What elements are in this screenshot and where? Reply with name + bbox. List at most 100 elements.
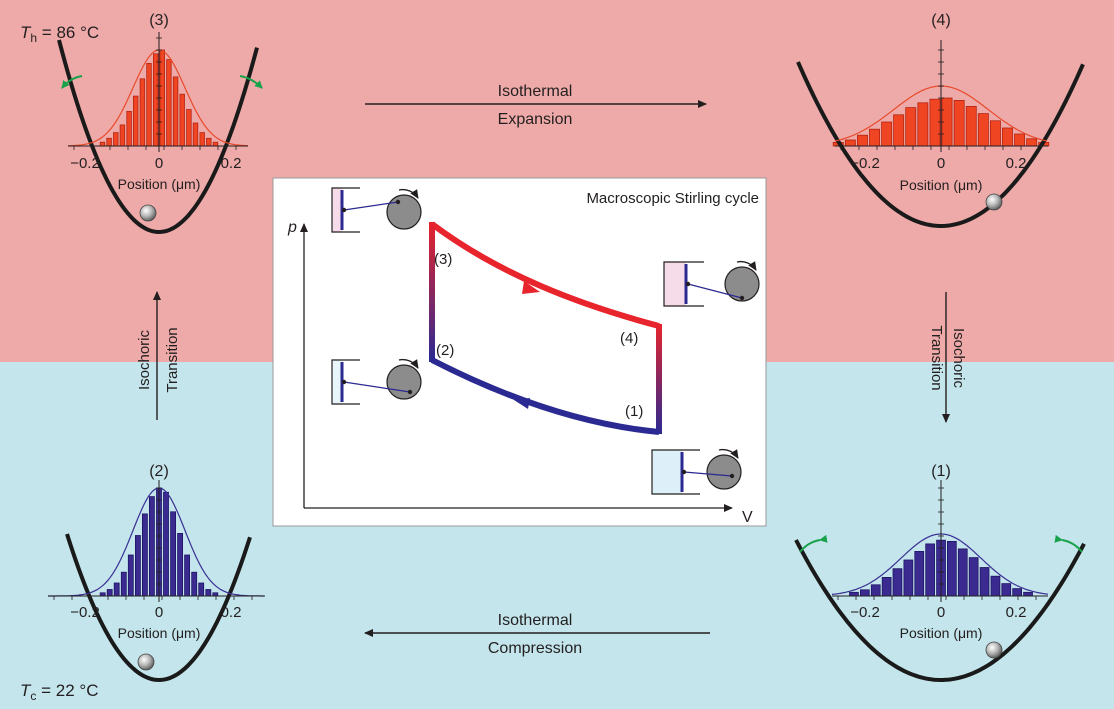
histogram-bar	[929, 98, 941, 147]
state-2-axis	[48, 480, 265, 602]
histogram-bar	[860, 589, 870, 597]
state-1-trap-potential	[794, 539, 1086, 682]
histogram-bar	[152, 53, 159, 147]
piston-cylinder	[651, 449, 700, 495]
histogram-bar	[113, 132, 119, 147]
cycle-point-1: (1)	[625, 403, 643, 420]
histogram-bar	[1023, 591, 1033, 597]
rotation-arrow	[736, 260, 757, 271]
histogram-bar	[881, 121, 893, 147]
state-4-histogram-panel: (4) −0.2 0 0.2 Position (μm)	[796, 12, 1085, 228]
piston-cylinder	[663, 261, 704, 307]
state-4-label: (4)	[931, 12, 951, 29]
histogram-bar	[141, 513, 148, 597]
cold-temperature-label: Tc = 22 °C	[20, 681, 98, 703]
state-3-histogram-panel: (3) −0.2 0 0.2 Position (μm)	[57, 12, 263, 235]
state-1-left-green-arrow	[799, 534, 828, 553]
state-3-tick-center: 0	[155, 155, 163, 172]
state-1-axis	[832, 480, 1048, 602]
rod-joint	[341, 379, 347, 385]
piston-cylinder	[331, 359, 360, 405]
state-1-right-green-arrow	[1054, 534, 1083, 553]
expansion-label-line2: Expansion	[498, 111, 573, 128]
inset-frame	[272, 177, 767, 527]
piston-state-3	[331, 187, 422, 233]
crank-pin	[739, 295, 745, 301]
state-1-label: (1)	[931, 463, 951, 480]
state-1-gaussian-fit	[831, 533, 1049, 595]
histogram-bar	[191, 571, 198, 597]
histogram-bar	[917, 102, 929, 147]
state-4-trap-potential	[796, 61, 1085, 228]
right-isochoric-line1: Isochoric	[950, 328, 967, 389]
compression-label-line2: Compression	[488, 640, 582, 657]
hot-isotherm-path	[430, 221, 660, 329]
state-4-tick-left: −0.2	[850, 155, 880, 172]
histogram-bar	[903, 559, 914, 597]
histogram-bar	[113, 582, 120, 597]
histogram-bar	[177, 533, 184, 597]
histogram-bar	[977, 113, 989, 147]
histogram-bar	[1014, 133, 1026, 147]
piston-state-4	[663, 260, 760, 307]
isochoric-heating-arrow: Isochoric Transition	[136, 291, 181, 420]
compression-label-line1: Isothermal	[498, 612, 573, 629]
state-4-axis	[835, 40, 1048, 152]
histogram-bar	[979, 567, 990, 597]
state-4-tick-right: 0.2	[1006, 155, 1027, 172]
state-2-gaussian-fit	[48, 487, 264, 597]
histogram-bar	[953, 100, 965, 147]
state-3-right-green-arrow	[239, 75, 263, 89]
histogram-bar	[1026, 138, 1038, 147]
state-1-histogram-panel: (1) −0.2 0 0.2 Position (μm)	[794, 463, 1086, 682]
state-1-tick-left: −0.2	[850, 604, 880, 621]
state-2-tick-left: −0.2	[70, 604, 100, 621]
histogram-bar	[198, 582, 205, 597]
state-2-histogram-panel: (2) −0.2 0 0.2 Position (μm)	[48, 463, 265, 683]
hot-isotherm-arrowhead	[522, 281, 540, 294]
histogram-bar	[127, 554, 134, 597]
crank-pin	[395, 199, 401, 205]
rotation-arrow	[718, 448, 739, 459]
histogram-bar	[844, 139, 856, 147]
state-3-label: (3)	[149, 12, 169, 29]
left-isochoric-line1: Isochoric	[136, 329, 153, 390]
state-4-xlabel: Position (μm)	[900, 177, 983, 193]
state-1-bead	[985, 641, 1003, 659]
histogram-bar	[905, 107, 917, 147]
histogram-bar	[1012, 588, 1023, 597]
cold-isotherm-arrowhead	[514, 398, 530, 409]
state-2-trap-potential	[65, 533, 252, 683]
histogram-bar	[869, 128, 881, 147]
histogram-bar	[170, 511, 177, 597]
histogram-bar	[870, 584, 881, 597]
rod-joint	[341, 207, 347, 213]
cold-isotherm-path	[430, 357, 660, 435]
histogram-bar	[148, 496, 155, 597]
histogram-bar	[126, 111, 132, 147]
flywheel	[386, 194, 422, 230]
histogram-bar	[186, 109, 192, 147]
state-3-bead	[139, 204, 157, 222]
rotation-arrow	[398, 358, 419, 369]
histogram-bar	[172, 76, 179, 147]
cycle-point-2: (2)	[436, 342, 454, 359]
histogram-bar	[881, 577, 892, 597]
piston-rod	[343, 381, 411, 393]
histogram-bar	[849, 591, 859, 597]
histogram-bar	[99, 141, 106, 147]
rod-joint	[685, 281, 691, 287]
pressure-axis-label: p	[287, 219, 297, 236]
histogram-bar	[212, 141, 219, 147]
state-1-xlabel: Position (μm)	[900, 625, 983, 641]
histogram-bar	[968, 557, 979, 597]
state-2-label: (2)	[149, 463, 169, 480]
cycle-point-4: (4)	[620, 330, 638, 347]
rod-joint	[681, 469, 687, 475]
state-3-tick-left: −0.2	[70, 155, 100, 172]
histogram-bar	[893, 114, 905, 147]
isothermal-compression-arrow: Isothermal Compression	[364, 612, 710, 657]
histogram-bar	[957, 548, 968, 597]
